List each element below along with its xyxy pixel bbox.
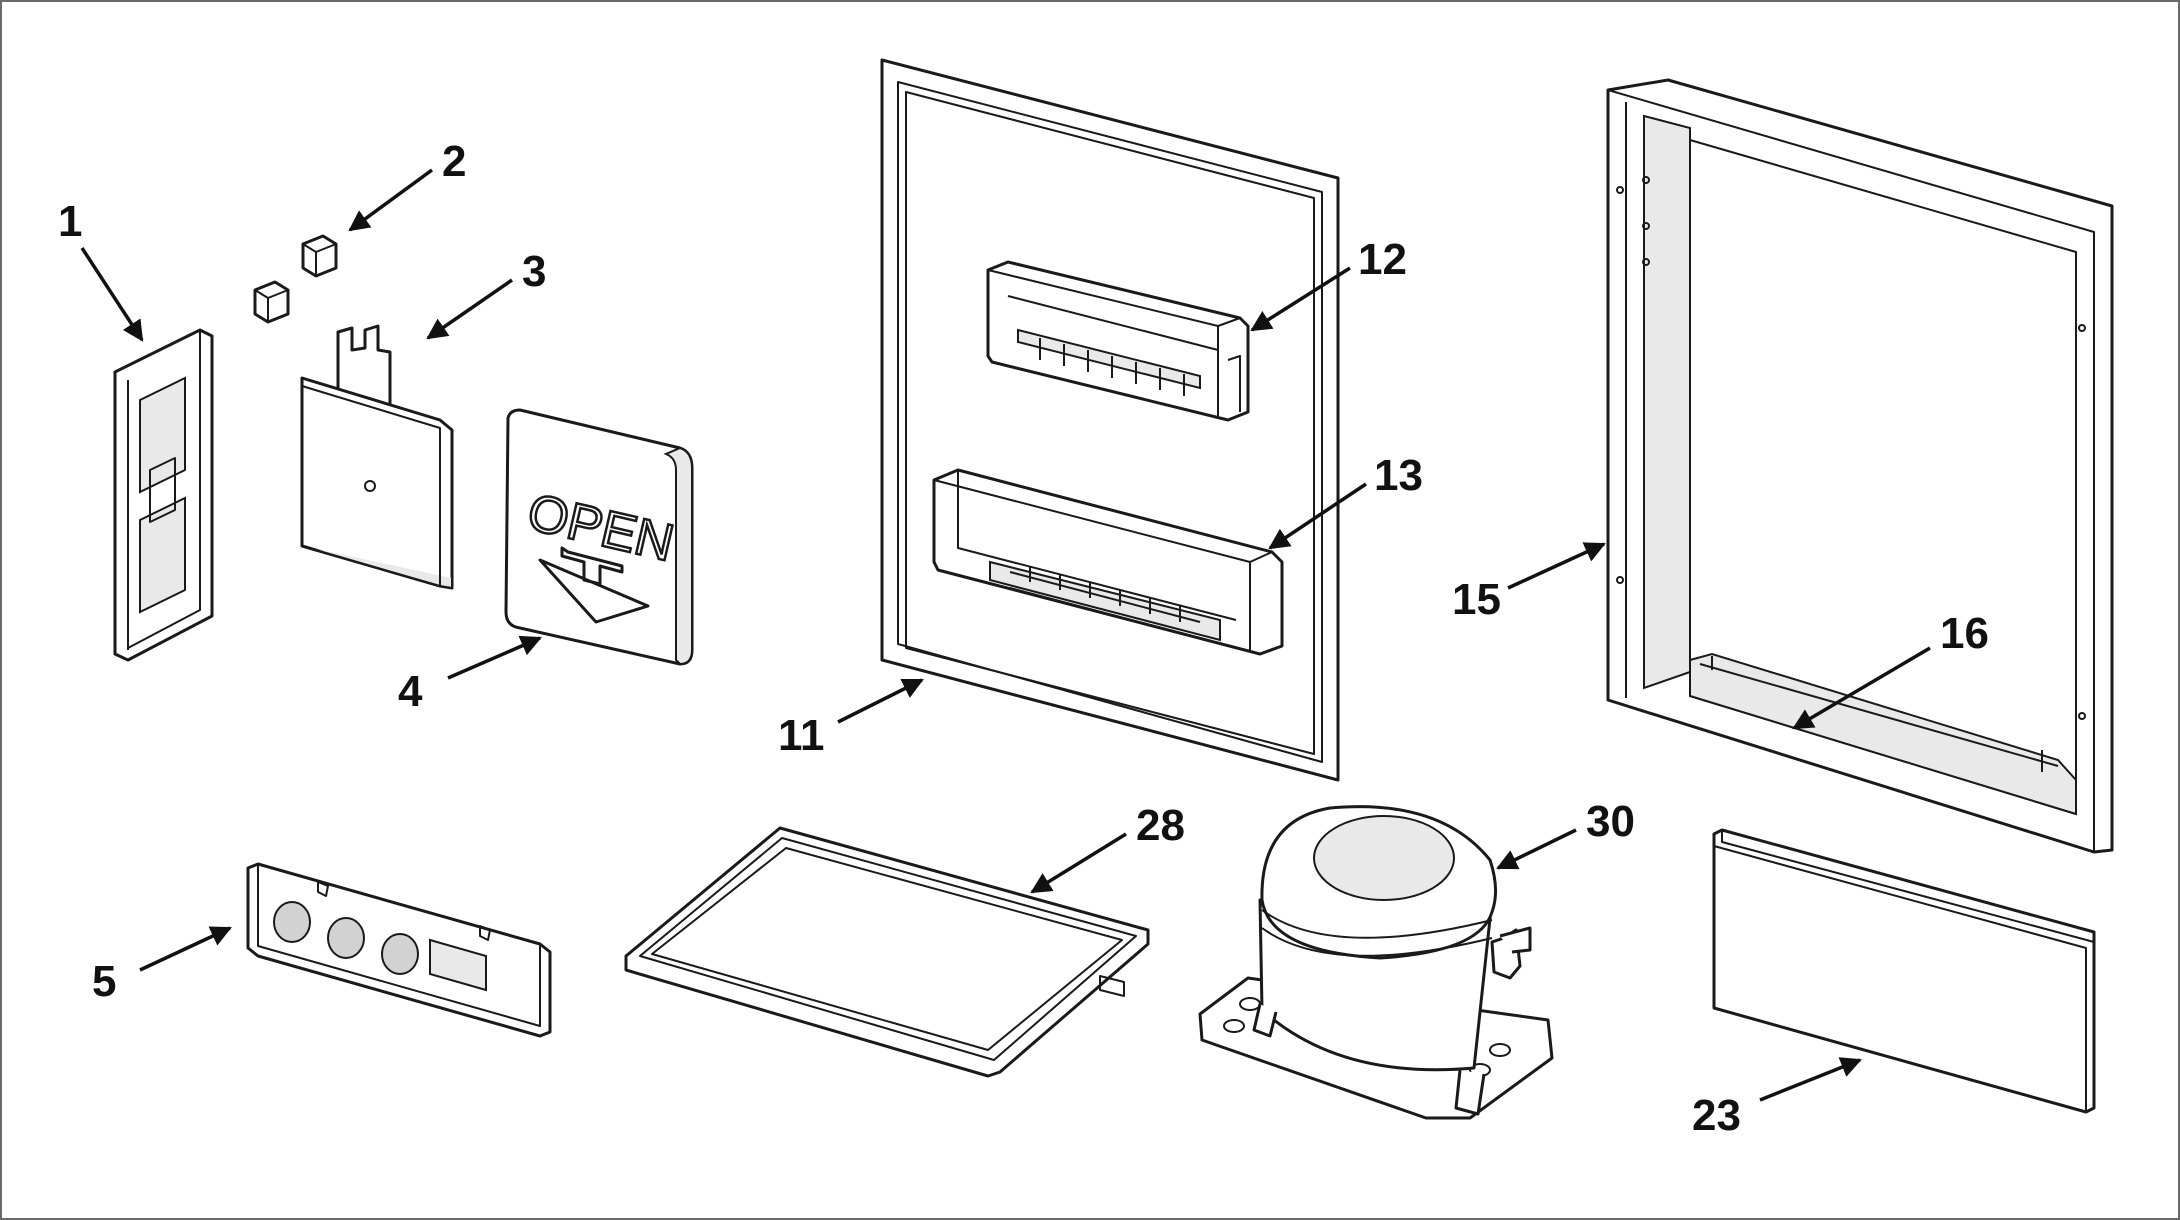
callout-4: 4: [398, 635, 542, 716]
callout-label-1: 1: [58, 197, 82, 246]
callout-label-30: 30: [1586, 797, 1635, 846]
part-4-open-button: OPEN: [504, 408, 694, 666]
part-2-cubes: [253, 234, 338, 324]
part-16-bottom-rail: [1699, 656, 2059, 772]
callout-label-11: 11: [778, 711, 825, 760]
callout-13: 13: [1268, 451, 1423, 550]
leader-13: [1268, 482, 1367, 550]
part-3-switch-plate: [300, 324, 454, 590]
leader-16: [1792, 646, 1931, 730]
callout-label-13: 13: [1374, 451, 1423, 500]
callout-15: 15: [1452, 542, 1606, 624]
leader-28: [1030, 832, 1127, 894]
leader-4: [447, 635, 542, 680]
callout-16: 16: [1792, 609, 1989, 730]
leader-12: [1250, 266, 1351, 332]
down-arrow-icon: [538, 546, 650, 624]
part-12-upper-shelf-bin: [986, 260, 1250, 422]
callout-label-16: 16: [1940, 609, 1989, 658]
callout-label-2: 2: [442, 137, 466, 186]
leader-1: [80, 247, 144, 342]
callout-label-4: 4: [398, 667, 423, 716]
callout-1: 1: [58, 197, 144, 342]
part-11-door-panel: [880, 58, 1340, 782]
callout-label-28: 28: [1136, 801, 1185, 850]
callout-5: 5: [92, 926, 232, 1006]
part-23-glass-panel: [1712, 828, 2096, 1114]
callout-28: 28: [1030, 801, 1185, 894]
callout-label-3: 3: [522, 247, 546, 296]
callout-3: 3: [426, 247, 546, 340]
leader-2: [348, 168, 434, 232]
part-1-latch-bracket: [113, 328, 214, 662]
callout-30: 30: [1496, 797, 1635, 870]
leader-11: [837, 678, 924, 724]
leader-5: [139, 926, 232, 972]
callout-2: 2: [348, 137, 466, 232]
part-30-compressor: [1198, 805, 1554, 1120]
callout-12: 12: [1250, 235, 1407, 332]
callout-label-23: 23: [1692, 1091, 1741, 1140]
callout-label-15: 15: [1452, 575, 1501, 624]
part-13-lower-shelf-bin: [932, 468, 1284, 656]
leader-3: [426, 278, 513, 340]
leader-30: [1496, 828, 1577, 870]
callout-11: 11: [778, 678, 924, 760]
leader-23: [1759, 1057, 1862, 1102]
callout-23: 23: [1692, 1057, 1862, 1140]
leader-15: [1507, 542, 1606, 590]
part-28-drip-tray: [624, 826, 1150, 1078]
callout-label-12: 12: [1358, 235, 1407, 284]
part-5-perforated-plate: [246, 862, 552, 1038]
part-15-cabinet-frame: [1606, 78, 2114, 854]
callout-label-5: 5: [92, 957, 116, 1006]
